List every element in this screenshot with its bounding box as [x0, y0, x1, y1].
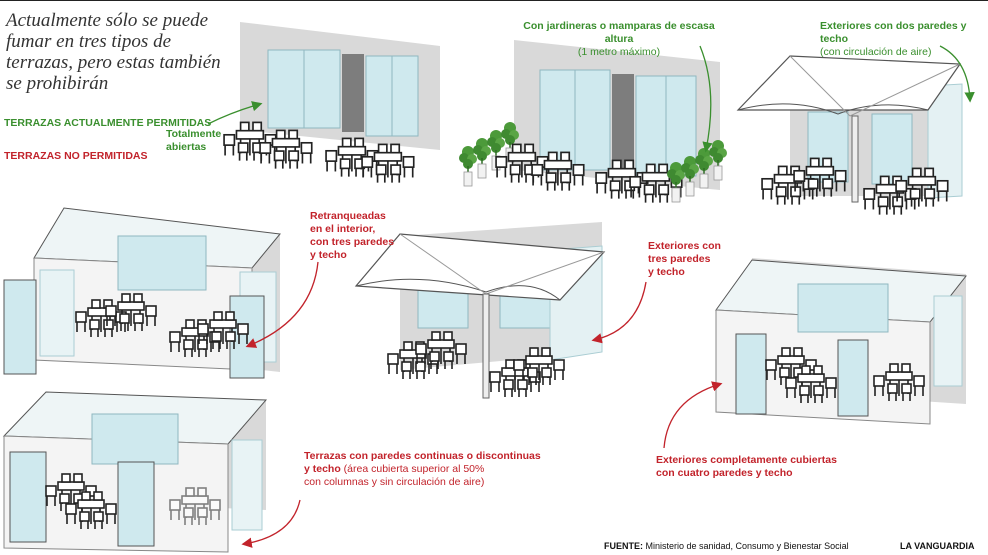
label-two-walls: Exteriores con dos paredes y techo(con c…	[820, 20, 967, 58]
label-setback: Retranqueadas en el interior, con tres p…	[310, 210, 395, 261]
legend-forbidden: TERRAZAS NO PERMITIDAS	[4, 150, 148, 162]
scene-continuous-walls-terrace	[2, 391, 268, 553]
label-open: Totalmente abiertas	[166, 128, 222, 153]
label-planters: Con jardineras o mamparas de escasa altu…	[523, 20, 715, 58]
scene-two-walls-terrace	[736, 55, 963, 216]
label-three-walls: Exteriores con tres paredes y techo	[648, 240, 721, 278]
top-rule	[0, 0, 988, 1]
source-credit: FUENTE: Ministerio de sanidad, Consumo y…	[604, 541, 849, 551]
brand-logo: LA VANGUARDIA	[900, 541, 975, 551]
headline: Actualmente sólo se puede fumar en tres …	[6, 10, 221, 94]
scene-setback-terrace	[3, 207, 281, 379]
legend-allowed: TERRAZAS ACTUALMENTE PERMITIDAS	[4, 117, 212, 129]
scene-open-terrace	[223, 22, 440, 184]
label-continuous: Terrazas con paredes continuas o discont…	[304, 450, 541, 488]
scene-planters-terrace	[458, 40, 728, 204]
label-fully-covered: Exteriores completamente cubiertas con c…	[656, 454, 837, 479]
scene-fully-covered-terrace	[715, 258, 967, 425]
scene-three-walls-terrace	[354, 222, 606, 399]
